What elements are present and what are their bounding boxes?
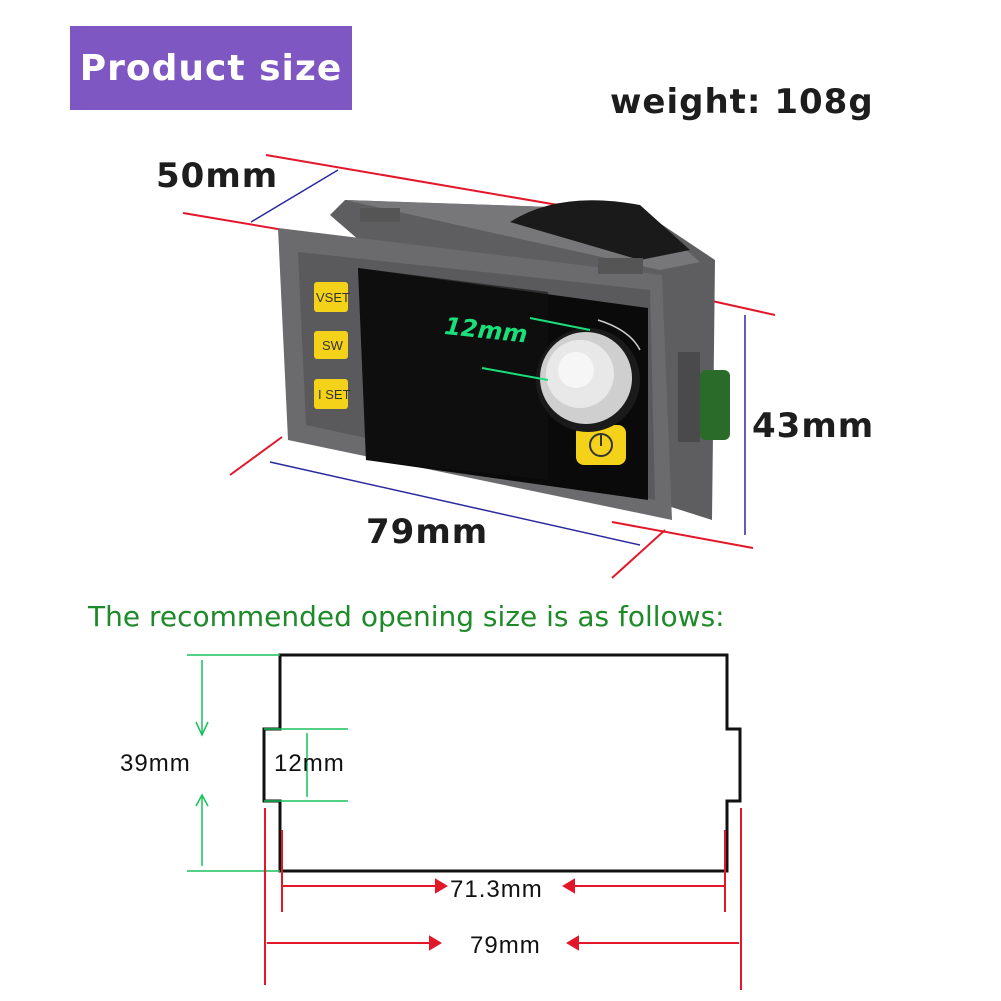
key-vset[interactable]: VSET: [314, 282, 350, 312]
height-label: 43mm: [752, 406, 875, 446]
power-button[interactable]: [576, 425, 626, 465]
key-iset-label: I SET: [318, 387, 351, 402]
opening-green-dimensions: [187, 654, 348, 872]
opening-inner-width-label: 71.3mm: [450, 876, 543, 903]
key-sw[interactable]: SW: [314, 331, 348, 359]
opening-height-label: 39mm: [120, 750, 191, 777]
product-size-banner: Product size: [70, 26, 352, 110]
key-sw-label: SW: [322, 338, 344, 353]
rotary-knob[interactable]: [536, 328, 640, 432]
weight-label: weight: 108g: [610, 82, 874, 122]
knob-dimension-lines: [481, 317, 591, 381]
opening-tab-label: 12mm: [274, 750, 345, 777]
depth-label: 50mm: [156, 156, 279, 196]
key-vset-label: VSET: [316, 290, 350, 305]
key-iset[interactable]: I SET: [314, 379, 351, 409]
blue-dimension-lines: [250, 169, 746, 546]
width-label: 79mm: [366, 512, 489, 552]
opening-title: The recommended opening size is as follo…: [88, 600, 725, 633]
opening-red-dimensions: [264, 808, 742, 990]
opening-outer-width-label: 79mm: [470, 932, 541, 959]
